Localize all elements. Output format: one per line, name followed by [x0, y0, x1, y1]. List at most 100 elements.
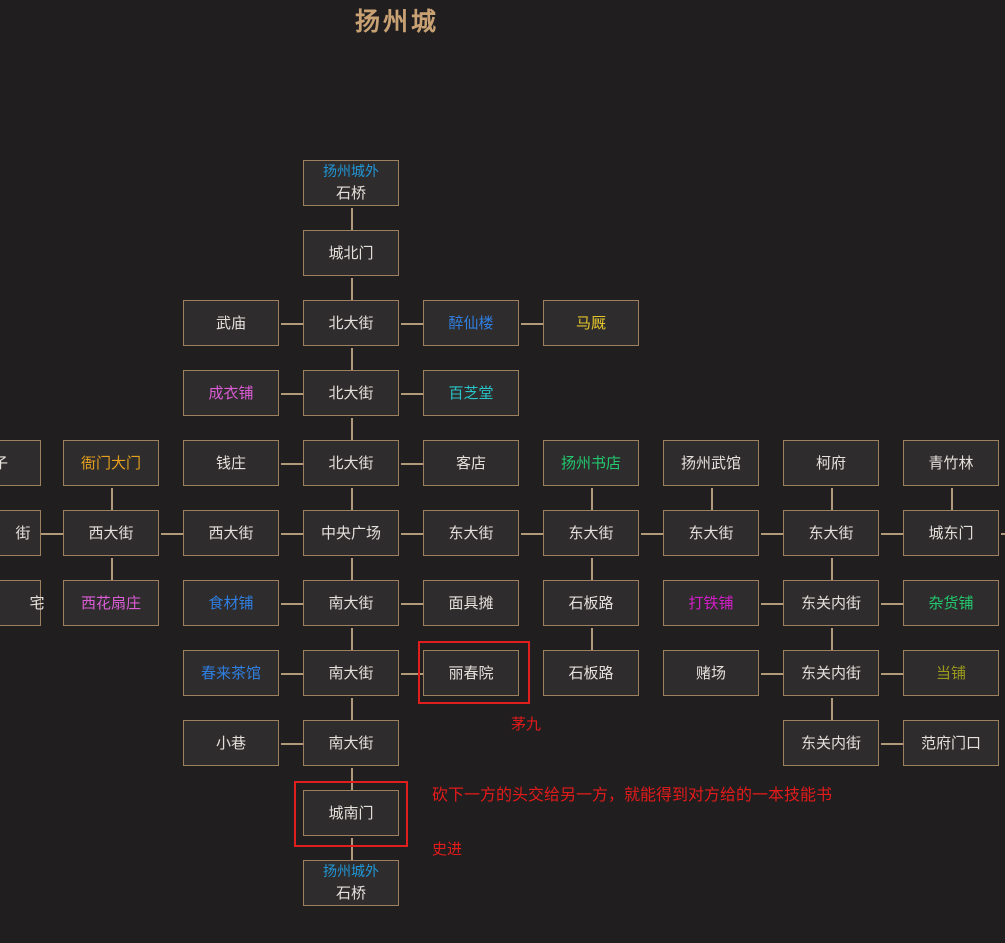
room-chengyipu[interactable]: 成衣铺	[183, 370, 279, 416]
room-bookstore[interactable]: 扬州书店	[543, 440, 639, 486]
room-west-street-edge[interactable]: 街	[0, 510, 41, 556]
link	[351, 348, 353, 370]
room-east-street-1[interactable]: 东大街	[423, 510, 519, 556]
room-north-street-2[interactable]: 北大街	[303, 370, 399, 416]
room-fanfu-gate[interactable]: 范府门口	[903, 720, 999, 766]
room-label: 成衣铺	[208, 383, 254, 402]
room-qingzhulin[interactable]: 青竹林	[903, 440, 999, 486]
room-lichunyuan[interactable]: 丽春院	[423, 650, 519, 696]
room-south-outside-bridge[interactable]: 扬州城外石桥	[303, 860, 399, 906]
room-north-outside-bridge[interactable]: 扬州城外石桥	[303, 160, 399, 206]
link	[351, 488, 353, 510]
link	[951, 488, 953, 510]
room-label: 石桥	[335, 184, 366, 202]
room-dongguan-street-3[interactable]: 东关内街	[783, 720, 879, 766]
room-label: 东大街	[448, 523, 494, 542]
room-north-street-3[interactable]: 北大街	[303, 440, 399, 486]
link	[351, 698, 353, 720]
room-label: 北大街	[328, 313, 374, 332]
room-north-gate[interactable]: 城北门	[303, 230, 399, 276]
room-sublabel: 扬州城外	[323, 864, 379, 880]
room-west-street-1[interactable]: 西大街	[63, 510, 159, 556]
room-fan-shop[interactable]: 西花扇庄	[63, 580, 159, 626]
link	[281, 463, 303, 465]
room-label: 中央广场	[320, 523, 381, 542]
room-blacksmith[interactable]: 打铁铺	[663, 580, 759, 626]
room-east-street-2[interactable]: 东大街	[543, 510, 639, 556]
room-zuixianlou[interactable]: 醉仙楼	[423, 300, 519, 346]
room-label: 食材铺	[208, 593, 254, 612]
room-south-street-2[interactable]: 南大街	[303, 650, 399, 696]
link	[591, 628, 593, 650]
link	[111, 488, 113, 510]
room-label: 青竹林	[928, 453, 974, 472]
link	[281, 323, 303, 325]
room-stone-road-2[interactable]: 石板路	[543, 650, 639, 696]
annotation-quest-note: 砍下一方的头交给另一方，就能得到对方给的一本技能书	[432, 785, 833, 804]
room-label: 城东门	[928, 523, 974, 542]
room-south-gate[interactable]: 城南门	[303, 790, 399, 836]
room-label: 扬州书店	[560, 453, 621, 472]
link	[761, 533, 783, 535]
room-wumiao[interactable]: 武庙	[183, 300, 279, 346]
room-baizhitang[interactable]: 百芝堂	[423, 370, 519, 416]
link	[711, 488, 713, 510]
room-food-shop[interactable]: 食材铺	[183, 580, 279, 626]
room-zhai-edge[interactable]: 宅	[0, 580, 45, 626]
link	[591, 488, 593, 510]
link	[351, 418, 353, 440]
room-label: 春来茶馆	[200, 663, 261, 682]
room-label: 武庙	[215, 313, 246, 332]
room-label: 当铺	[935, 663, 966, 682]
room-south-street-3[interactable]: 南大街	[303, 720, 399, 766]
link	[351, 838, 353, 860]
room-majiu[interactable]: 马厩	[543, 300, 639, 346]
room-casino[interactable]: 赌场	[663, 650, 759, 696]
room-label: 南大街	[328, 663, 374, 682]
room-label: 城南门	[328, 803, 374, 822]
link	[111, 558, 113, 580]
room-label: 西大街	[88, 523, 134, 542]
room-mask-stall[interactable]: 面具摊	[423, 580, 519, 626]
room-label: 西大街	[208, 523, 254, 542]
room-east-street-3[interactable]: 东大街	[663, 510, 759, 556]
map-title: 扬州城	[355, 7, 440, 36]
highlight-box-south-gate	[294, 781, 408, 847]
link	[41, 533, 63, 535]
room-central-plaza[interactable]: 中央广场	[303, 510, 399, 556]
room-zhaizi[interactable]: 宅子	[0, 440, 41, 486]
room-dongguan-street-1[interactable]: 东关内街	[783, 580, 879, 626]
link	[521, 323, 543, 325]
room-east-street-4[interactable]: 东大街	[783, 510, 879, 556]
room-label: 百芝堂	[448, 383, 494, 402]
link	[831, 488, 833, 510]
room-north-street-1[interactable]: 北大街	[303, 300, 399, 346]
room-west-street-2[interactable]: 西大街	[183, 510, 279, 556]
room-kedian[interactable]: 客店	[423, 440, 519, 486]
room-south-street-1[interactable]: 南大街	[303, 580, 399, 626]
room-general-store[interactable]: 杂货铺	[903, 580, 999, 626]
room-teahouse[interactable]: 春来茶馆	[183, 650, 279, 696]
link	[1001, 533, 1005, 535]
room-yamen-gate[interactable]: 衙门大门	[63, 440, 159, 486]
room-label: 面具摊	[448, 593, 494, 612]
room-label: 石板路	[568, 663, 614, 682]
room-label: 东大街	[568, 523, 614, 542]
room-dongguan-street-2[interactable]: 东关内街	[783, 650, 879, 696]
room-label: 衙门大门	[80, 453, 141, 472]
link	[831, 628, 833, 650]
link	[641, 533, 663, 535]
room-label: 街	[15, 523, 31, 542]
room-east-gate[interactable]: 城东门	[903, 510, 999, 556]
room-martial-hall[interactable]: 扬州武馆	[663, 440, 759, 486]
room-qianzhuang[interactable]: 钱庄	[183, 440, 279, 486]
annotation-maojiu: 茅九	[511, 715, 542, 733]
link	[351, 628, 353, 650]
room-label: 打铁铺	[688, 593, 734, 612]
room-pawnshop[interactable]: 当铺	[903, 650, 999, 696]
room-label: 东大街	[688, 523, 734, 542]
room-kefu[interactable]: 柯府	[783, 440, 879, 486]
room-stone-road-1[interactable]: 石板路	[543, 580, 639, 626]
room-alley[interactable]: 小巷	[183, 720, 279, 766]
